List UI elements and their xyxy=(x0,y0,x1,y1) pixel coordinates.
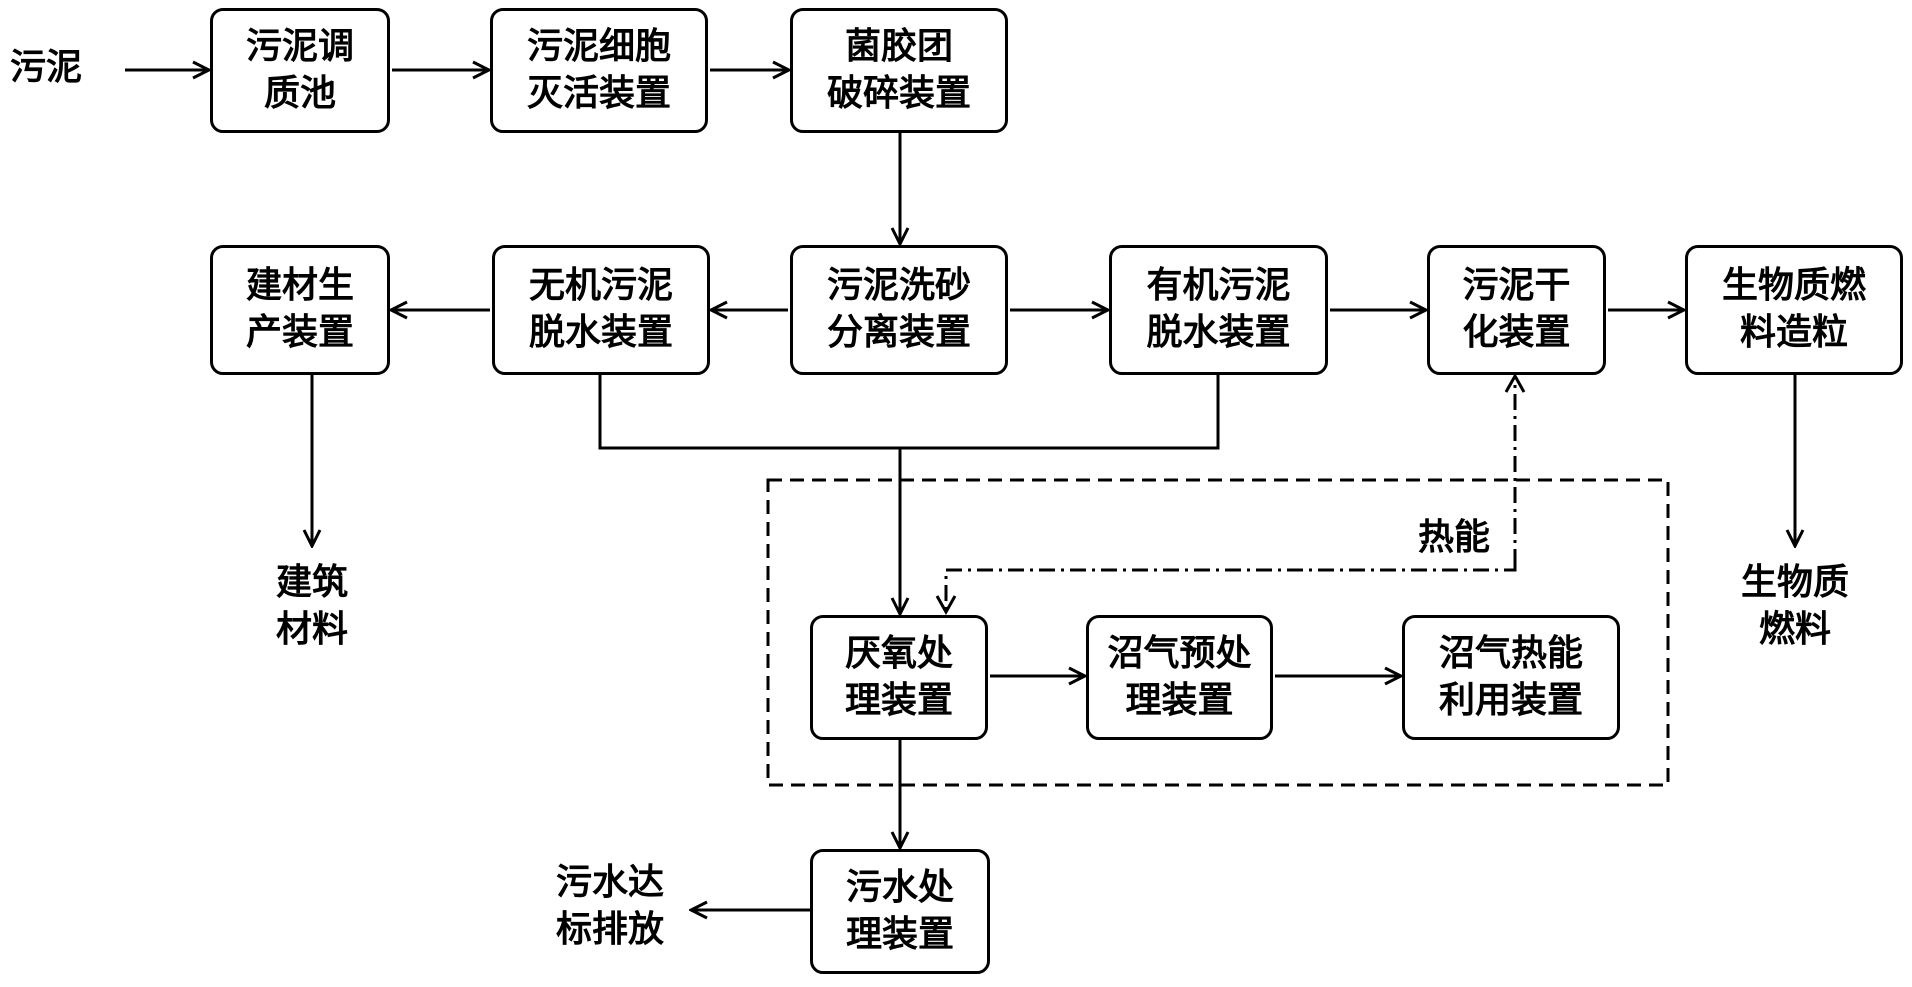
wastewater-treatment-box: 污水处理装置 xyxy=(810,849,990,974)
anaerobic-treatment-box: 厌氧处理装置 xyxy=(810,615,988,740)
heat-energy-label: 热能 xyxy=(1418,517,1491,558)
input-sludge-label: 污泥 xyxy=(10,47,83,88)
biomass-pelletizing-box: 生物质燃料造粒 xyxy=(1685,245,1903,375)
floc-crushing-box: 菌胶团破碎装置 xyxy=(790,8,1008,133)
biomass-fuel-output: 生物质燃料 xyxy=(1740,562,1849,650)
discharge-output: 污水达标排放 xyxy=(555,862,664,950)
biogas-heat-utilization-box: 沼气热能利用装置 xyxy=(1402,615,1620,740)
building-material-production-box: 建材生产装置 xyxy=(210,245,390,375)
inorganic-dewatering-box: 无机污泥脱水装置 xyxy=(492,245,710,375)
conditioning-tank-box: 污泥调质池 xyxy=(210,8,390,133)
merge-line-dewatering xyxy=(598,375,1220,450)
sand-separation-box: 污泥洗砂分离装置 xyxy=(790,245,1008,375)
sludge-drying-box: 污泥干化装置 xyxy=(1427,245,1606,375)
heat-return-line xyxy=(944,565,1517,610)
heat-arrowhead-anaerobic xyxy=(935,595,957,616)
biogas-pretreatment-box: 沼气预处理装置 xyxy=(1086,615,1273,740)
heat-arrowhead-drying xyxy=(1504,372,1526,393)
biogas-system-boundary xyxy=(766,478,1670,787)
cell-inactivation-box: 污泥细胞灭活装置 xyxy=(490,8,708,133)
organic-dewatering-box: 有机污泥脱水装置 xyxy=(1109,245,1328,375)
building-materials-output: 建筑材料 xyxy=(275,562,348,650)
